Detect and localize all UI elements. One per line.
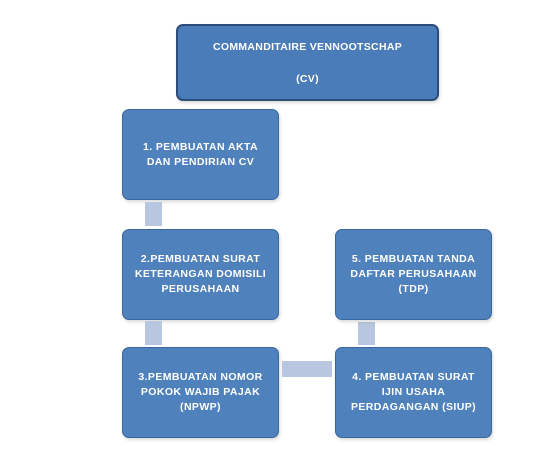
connector-step3-step4 — [282, 361, 332, 377]
step-2-box: 2.PEMBUATAN SURAT KETERANGAN DOMISILI PE… — [122, 229, 279, 320]
step-1-line-1: 1. PEMBUATAN AKTA — [143, 140, 258, 153]
step-5-box: 5. PEMBUATAN TANDA DAFTAR PERUSAHAAN (TD… — [335, 229, 492, 320]
step-4-line-2: IJIN USAHA — [381, 386, 446, 398]
step-2-line-1: 2.PEMBUATAN SURAT — [140, 253, 261, 265]
step-1-line-2: DAN PENDIRIAN CV — [146, 155, 255, 168]
connector-step4-step5 — [358, 322, 375, 345]
step-4-line-3: PERDAGANGAN (SIUP) — [350, 401, 477, 413]
step-3-line-2: POKOK WAJIB PAJAK — [140, 386, 261, 398]
step-4-line-1: 4. PEMBUATAN SURAT — [352, 371, 475, 383]
connector-step1-step2 — [145, 202, 162, 226]
connector-step2-step3 — [145, 321, 162, 345]
step-4-box: 4. PEMBUATAN SURAT IJIN USAHA PERDAGANGA… — [335, 347, 492, 438]
step-3-line-3: (NPWP) — [180, 401, 221, 413]
step-5-line-1: 5. PEMBUATAN TANDA — [351, 253, 476, 265]
step-5-line-2: DAFTAR PERUSAHAAN — [350, 268, 477, 280]
step-2-line-3: PERUSAHAAN — [161, 283, 240, 295]
title-line-2: (CV) — [296, 72, 319, 85]
step-3-line-1: 3.PEMBUATAN NOMOR — [138, 371, 263, 383]
title-box: COMMANDITAIRE VENNOOTSCHAP (CV) — [176, 24, 439, 101]
title-line-1: COMMANDITAIRE VENNOOTSCHAP — [212, 40, 403, 53]
step-5-line-3: (TDP) — [398, 283, 429, 295]
step-3-box: 3.PEMBUATAN NOMOR POKOK WAJIB PAJAK (NPW… — [122, 347, 279, 438]
step-2-line-2: KETERANGAN DOMISILI — [134, 268, 267, 280]
step-1-box: 1. PEMBUATAN AKTA DAN PENDIRIAN CV — [122, 109, 279, 200]
